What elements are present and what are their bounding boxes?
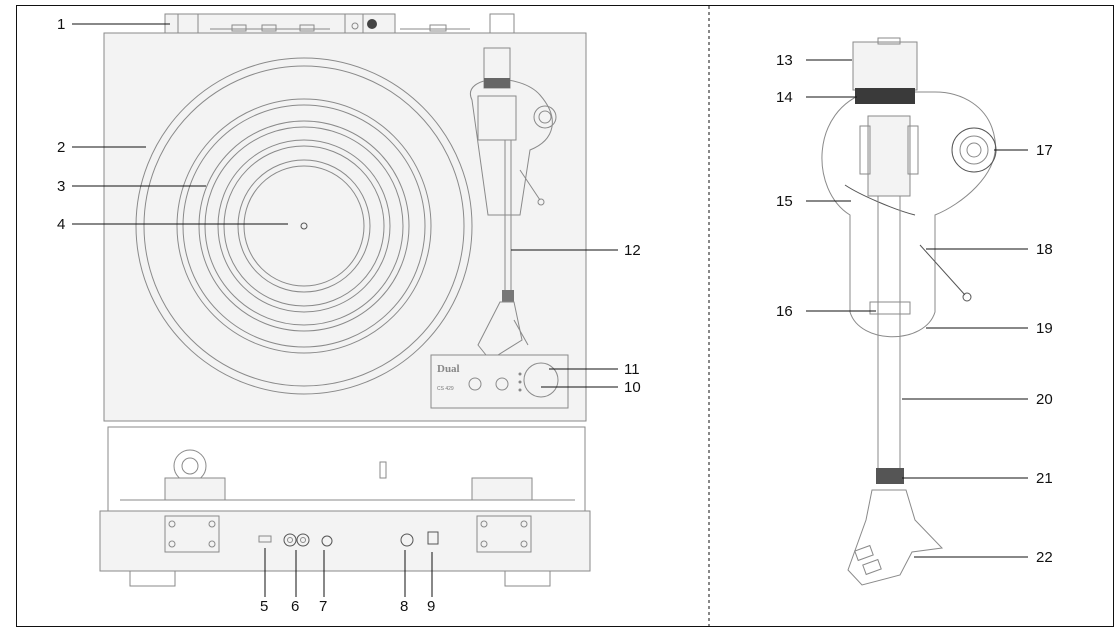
callout-numbers: 1 2 3 4 5 6 7 8 9 10 11 12 13 14 15 16 1…	[57, 16, 1053, 615]
callout-2: 2	[57, 139, 65, 156]
power-button	[400, 533, 414, 547]
spindle	[300, 222, 308, 230]
tracking-force-ring	[855, 88, 915, 104]
diagram-border	[16, 5, 1114, 627]
callout-18: 18	[1036, 241, 1053, 258]
tonearm-top-view	[469, 47, 557, 361]
model-text: CS 429	[437, 386, 454, 392]
turntable-rear-view	[99, 426, 591, 587]
anti-skating-dial	[951, 127, 997, 173]
phono-line-switch	[258, 535, 272, 543]
control-panel: Dual CS 429	[430, 354, 569, 409]
callout-12: 12	[624, 242, 641, 259]
arm-rest	[869, 301, 911, 315]
stop-button-top	[495, 377, 509, 391]
speed-selector-knob	[523, 362, 559, 398]
callout-21: 21	[1036, 470, 1053, 487]
headshell	[847, 489, 944, 586]
dc-in-socket	[427, 531, 439, 545]
turntable-top-view: Dual CS 429	[103, 13, 587, 422]
callout-15: 15	[776, 193, 793, 210]
callout-11: 11	[624, 361, 640, 378]
callout-9: 9	[427, 598, 435, 615]
callout-8: 8	[400, 598, 408, 615]
callout-1: 1	[57, 16, 65, 33]
rca-right	[296, 533, 310, 547]
platter-mat	[176, 98, 432, 354]
rca-left	[283, 533, 297, 547]
brand-logo-text: Dual	[437, 363, 460, 375]
callout-20: 20	[1036, 391, 1053, 408]
rear-panel	[99, 510, 591, 572]
callout-10: 10	[624, 379, 641, 396]
callout-6: 6	[291, 598, 299, 615]
callout-3: 3	[57, 178, 65, 195]
tonearm-detail	[821, 37, 997, 586]
callout-leaders	[72, 23, 1028, 597]
callout-13: 13	[776, 52, 793, 69]
callout-16: 16	[776, 303, 793, 320]
headshell-locking-ring	[876, 468, 904, 484]
callout-5: 5	[260, 598, 268, 615]
counterweight	[852, 41, 918, 91]
start-button-top	[468, 377, 482, 391]
callout-4: 4	[57, 216, 65, 233]
callout-19: 19	[1036, 320, 1053, 337]
ground-terminal	[321, 535, 333, 547]
callout-17: 17	[1036, 142, 1053, 159]
platter	[135, 57, 473, 395]
callout-14: 14	[776, 89, 793, 106]
callout-22: 22	[1036, 549, 1053, 566]
callout-7: 7	[319, 598, 327, 615]
